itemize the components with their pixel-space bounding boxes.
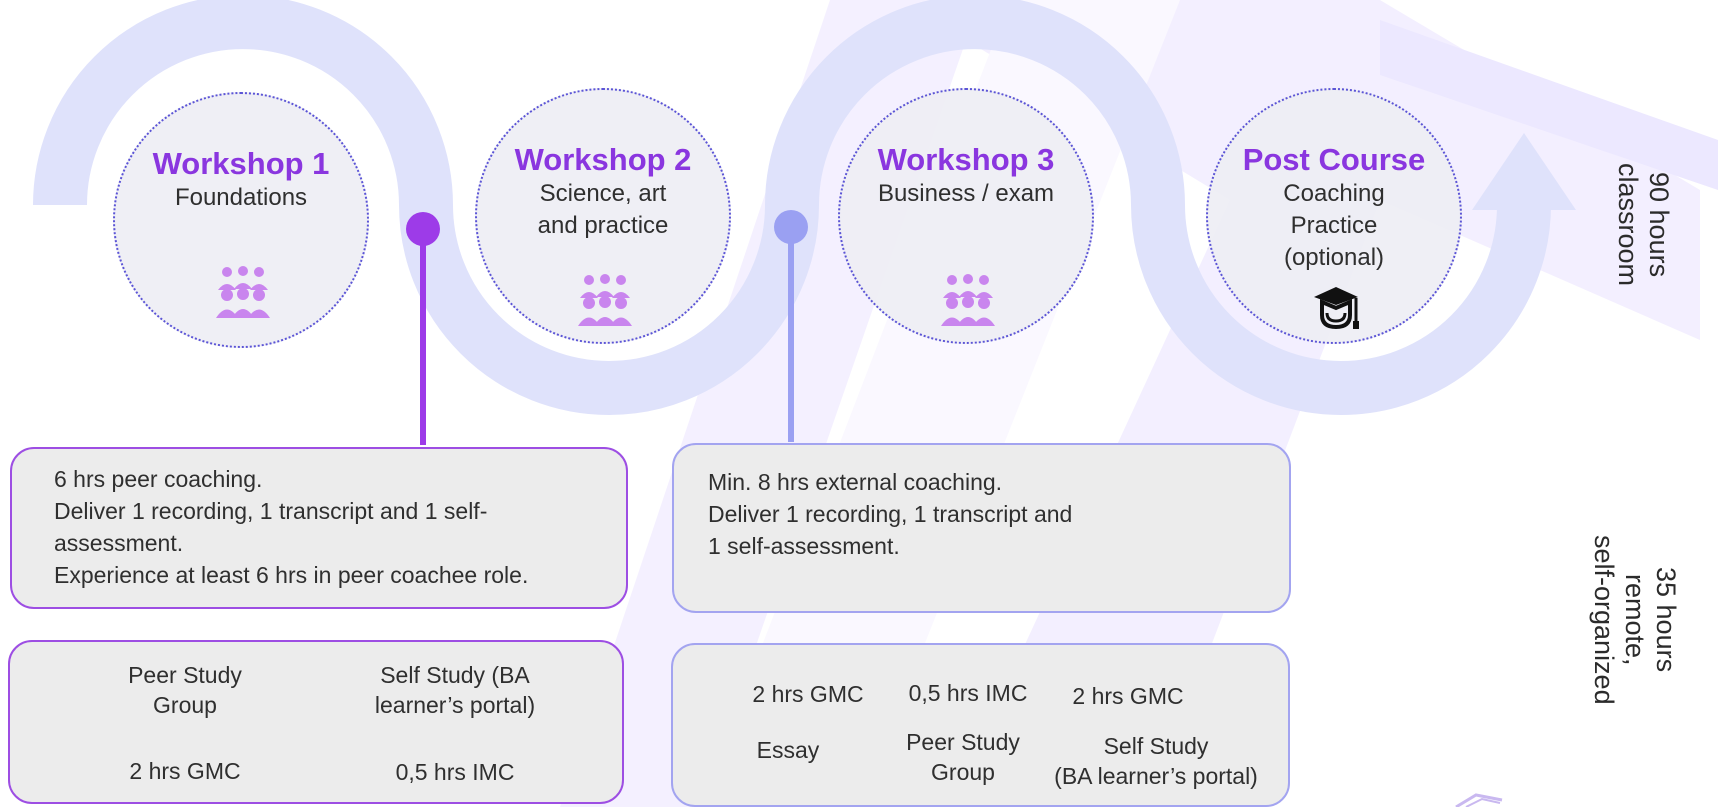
peer-coaching-box: 6 hrs peer coaching. Deliver 1 recording… [10,447,628,609]
post-course-circle: Post Course Coaching Practice (optional) [1206,88,1462,344]
coaching-line: 1 self-assessment. [708,533,900,559]
self-study-label: Self Study (BA learner’s portal) [1054,733,1258,789]
classroom-hours-label: 90 hours classroom [1613,163,1674,287]
essay-label: Essay [756,737,820,763]
study-box-2: 2 hrs GMC 0,5 hrs IMC 2 hrs GMC Essay Pe… [671,643,1290,807]
study-box-1: Peer Study Group Self Study (BA learner’… [8,640,624,804]
gmc-hours-label: 2 hrs GMC [129,758,241,784]
timeline-marker-purple [406,212,440,246]
journey-path [33,0,1551,415]
workshop-subtitle-line: Science, art [539,180,667,207]
workshop-title: Post Course [1242,142,1426,177]
coaching-line: 6 hrs peer coaching. [54,466,263,492]
peer-study-group-label: Peer Study Group [128,662,242,718]
imc-hours-label: 0,5 hrs IMC [395,759,515,785]
journey-arrowhead [1472,133,1576,210]
coaching-line: Min. 8 hrs external coaching. [708,469,1003,495]
workshop-subtitle-line: Practice [1290,212,1378,239]
workshop-subtitle-line: (optional) [1283,244,1385,271]
workshop-2-circle: Workshop 2 Science, art and practice [475,88,731,344]
peer-study-group-label: Peer Study Group [906,729,1020,785]
coaching-line: Deliver 1 recording, 1 transcript and [708,501,1073,527]
workshop-subtitle: Foundations [174,184,308,211]
workshop-1-circle: Workshop 1 Foundations [113,92,369,348]
self-study-label: Self Study (BA learner’s portal) [374,662,536,718]
workshop-title: Workshop 3 [877,142,1055,177]
workshop-subtitle: Business / exam [877,180,1055,207]
people-group-icon [216,266,270,318]
workshop-subtitle-line: and practice [537,212,669,239]
gmc-hours-label: 2 hrs GMC [752,681,864,707]
timeline-marker-blue [774,210,808,244]
remote-hours-label: 35 hours remote, self-organized [1589,535,1681,705]
coaching-line: Experience at least 6 hrs in peer coache… [54,562,529,588]
workshop-3-circle: Workshop 3 Business / exam [838,88,1094,344]
people-group-icon [578,274,632,326]
workshop-title: Workshop 1 [152,146,330,181]
people-group-icon [941,274,995,326]
corner-logo [1455,793,1503,807]
graduation-cap-icon [1314,287,1359,330]
imc-hours-label: 0,5 hrs IMC [908,680,1028,706]
coaching-line: Deliver 1 recording, 1 transcript and 1 … [54,498,488,524]
coaching-line: assessment. [54,530,184,556]
gmc-hours-label: 2 hrs GMC [1072,683,1184,709]
external-coaching-box: Min. 8 hrs external coaching. Deliver 1 … [672,443,1291,613]
workshop-subtitle-line: Coaching [1283,180,1385,207]
workshop-title: Workshop 2 [514,142,692,177]
